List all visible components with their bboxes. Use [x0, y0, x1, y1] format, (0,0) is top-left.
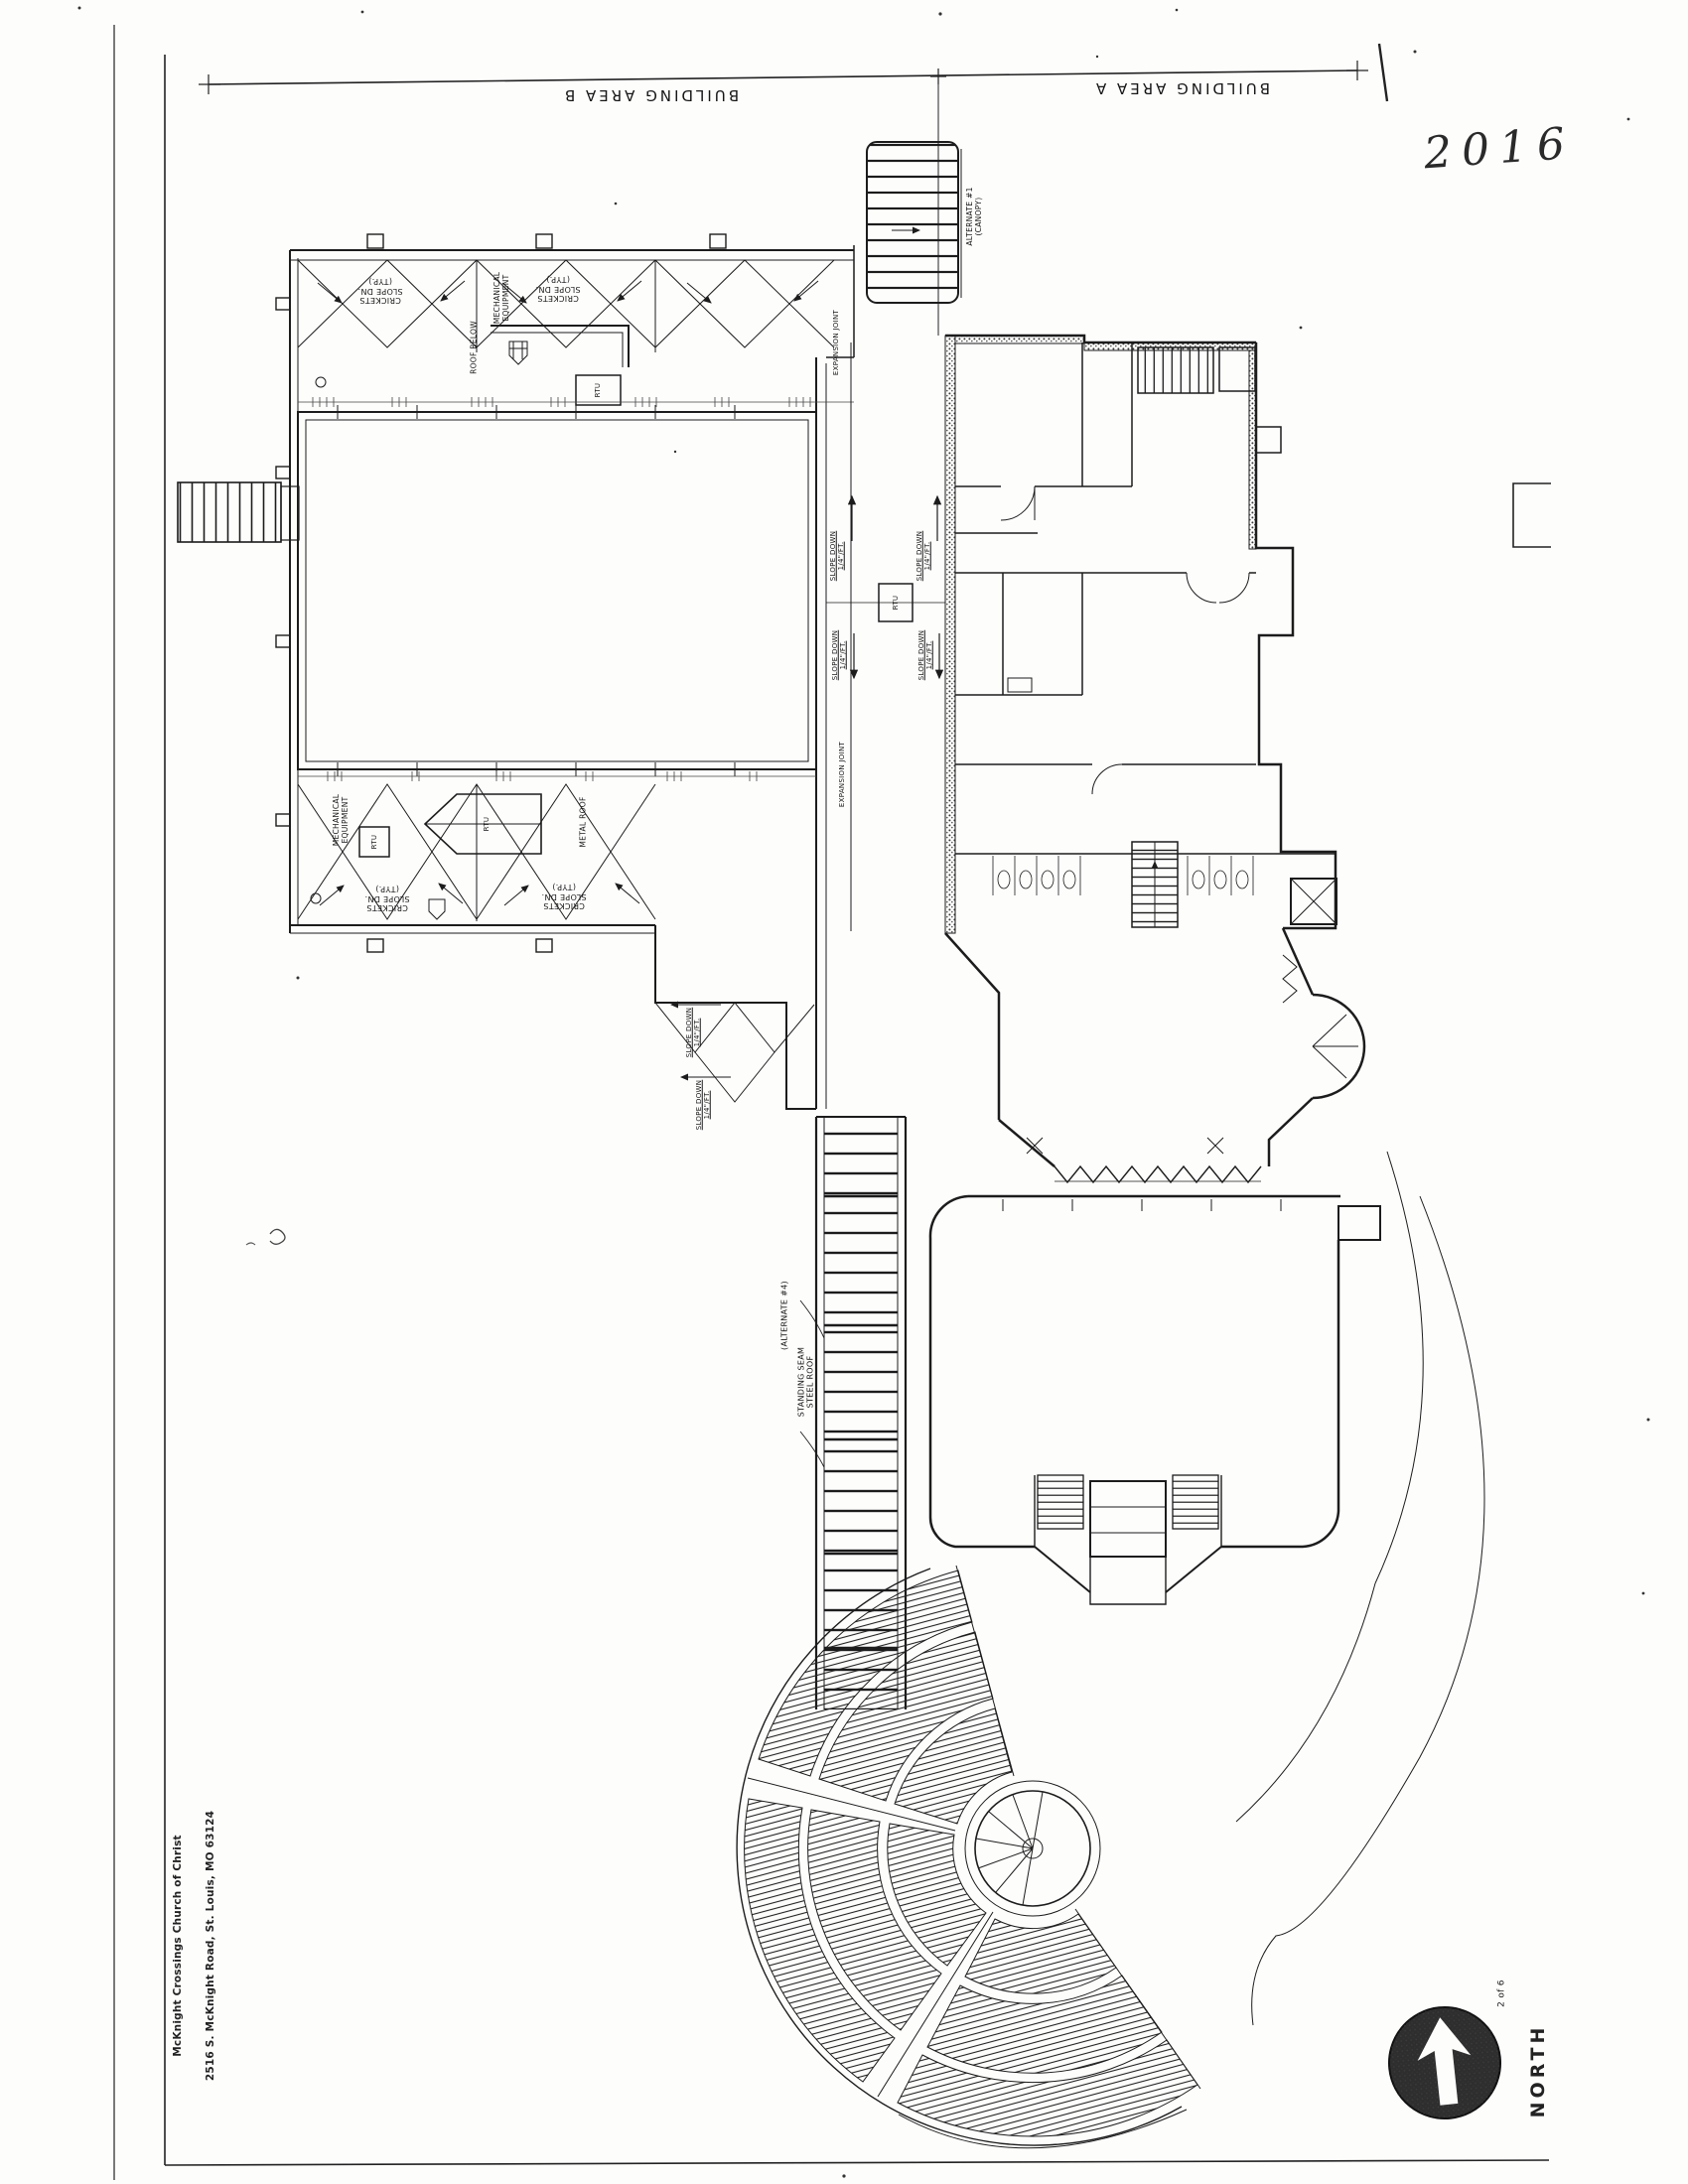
label-slope-down-2: SLOPE DOWN 1/4"/FT. — [914, 530, 931, 582]
dimension-ticks — [298, 397, 854, 781]
label-alternate-4: (ALTERNATE #4) — [779, 1281, 789, 1350]
handwritten-year: 2016 — [1422, 117, 1577, 180]
label-mech-equip-2: MECHANICAL EQUIPMENT — [332, 793, 350, 847]
label-slope-down-3: SLOPE DOWN 1/4"/FT. — [830, 629, 847, 681]
sheet-border — [113, 25, 1551, 2180]
title-building-area-a: BUILDING AREA A — [1092, 78, 1271, 97]
title-block-address: McKnight Crossings Church of Christ 2516… — [153, 1787, 236, 2105]
building-a-interior — [955, 342, 1358, 1155]
amphitheater — [736, 1565, 1201, 2149]
label-roof-below: ROOF BELOW — [469, 321, 479, 374]
amphitheater-center — [964, 1780, 1101, 1917]
north-arrow-icon — [1388, 2006, 1501, 2119]
label-slope-down-5: SLOPE DOWN 1/4"/FT. — [684, 1007, 701, 1058]
building-b-lower-wing — [654, 925, 816, 1110]
amphitheater-seating — [744, 1570, 1198, 2137]
label-rtu-2: RTU — [891, 595, 900, 611]
west-entry-stair — [177, 481, 300, 543]
label-crickets-3: CRICKETS SLOPE DN. (TYP.) — [364, 885, 410, 913]
label-mech-equip-1: MECHANICAL EQUIPMENT — [492, 271, 510, 325]
label-slope-down-1: SLOPE DOWN 1/4"/FT. — [828, 530, 845, 582]
label-crickets-1: CRICKETS SLOPE DN. (TYP.) — [357, 277, 403, 306]
label-slope-down-4: SLOPE DOWN 1/4"/FT. — [916, 629, 933, 681]
building-b-cricket-band-bottom — [290, 783, 656, 934]
label-rtu-3: RTU — [482, 816, 491, 832]
title-block-line2: 2516 S. McKnight Road, St. Louis, MO 631… — [205, 1810, 217, 2082]
label-slope-down-6: SLOPE DOWN 1/4"/FT. — [694, 1079, 711, 1131]
building-a-outline — [944, 334, 1366, 1167]
site-paths — [1235, 1151, 1485, 2026]
scan-noise — [77, 6, 1650, 2178]
canopy-stair-alt1 — [866, 141, 962, 304]
label-rtu-1: RTU — [593, 382, 602, 398]
label-crickets-2: CRICKETS SLOPE DN. (TYP.) — [535, 275, 581, 304]
label-rtu-4: RTU — [369, 834, 378, 850]
label-crickets-4: CRICKETS SLOPE DN. (TYP.) — [541, 883, 587, 911]
label-metal-roof: METAL ROOF — [578, 796, 588, 848]
label-standing-seam: STANDING SEAM STEEL ROOF — [796, 1346, 815, 1418]
corridor — [826, 342, 945, 931]
covered-walkway — [799, 1116, 908, 1709]
label-expansion-joint-2: EXPANSION JOINT — [837, 741, 846, 808]
title-building-area-b: BUILDING AREA B — [561, 85, 740, 104]
label-alternate-1: ALTERNATE #1 (CANOPY) — [965, 187, 983, 246]
auditorium — [928, 1194, 1381, 1605]
sheet-number: 2 of 6 — [1496, 1979, 1507, 2007]
building-b-cricket-band-top — [297, 259, 835, 388]
label-expansion-joint-1: EXPANSION JOINT — [831, 309, 840, 376]
sawtooth-band — [1054, 1164, 1262, 1184]
north-label: NORTH — [1526, 2023, 1549, 2118]
title-block-line1: McKnight Crossings Church of Christ — [171, 1835, 184, 2057]
building-b-outline — [275, 233, 855, 1109]
building-b-main-roof — [297, 374, 817, 776]
